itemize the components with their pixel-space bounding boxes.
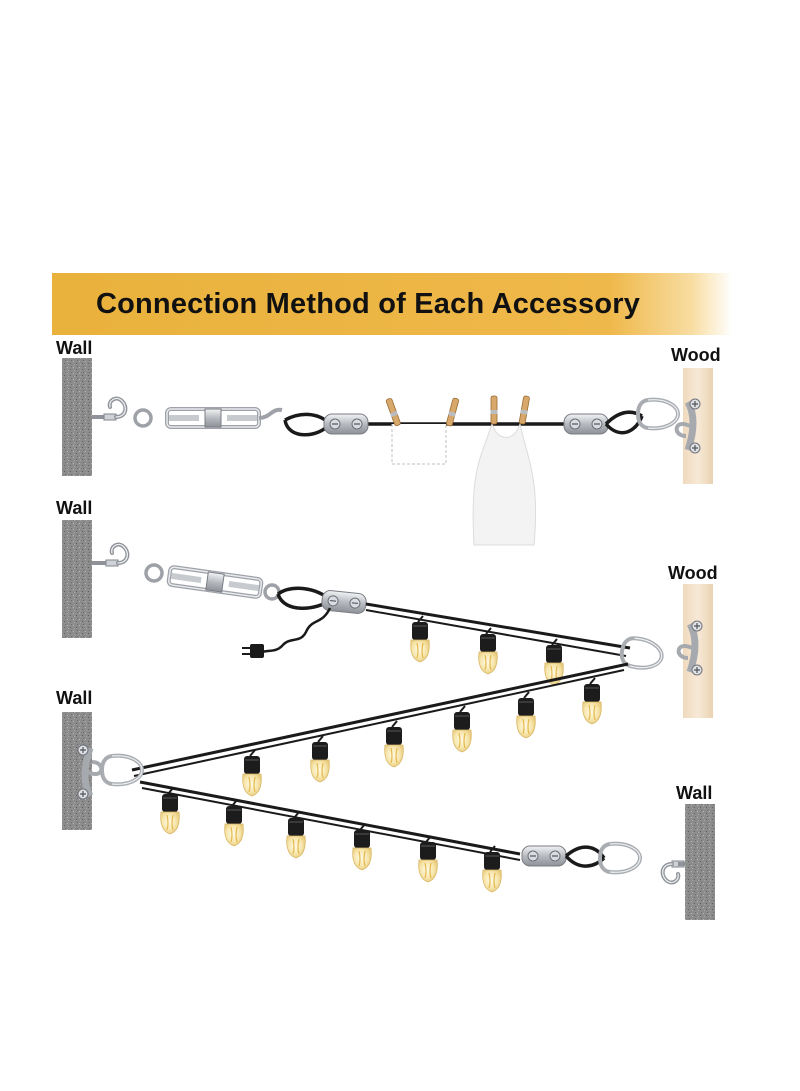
clothespin-icon [517,395,531,425]
cable [131,662,629,772]
label-wood-row1: Wood [671,345,721,365]
wall-block [685,804,715,920]
clothespin-icon [445,397,461,427]
label-wall-row3: Wall [56,688,93,708]
light-bulb [309,735,331,783]
eye-hook-icon [104,542,130,568]
clothespin-icon [384,397,402,427]
banner-title: Connection Method of Each Accessory [95,288,641,320]
light-bulb [223,799,245,847]
wire-clamp-icon [323,413,369,435]
wire-clamp-icon [563,413,609,435]
light-bulb [409,615,431,663]
carabiner-icon [617,634,667,674]
wall-block [62,520,92,638]
label-wall-row2: Wall [56,498,93,518]
row-1-clothesline [62,358,713,546]
light-bulb [351,823,373,871]
label-wall-row1: Wall [56,338,93,358]
clothespin-icon [490,395,498,425]
turnbuckle-icon [165,407,261,429]
light-bulb [241,749,263,797]
light-bulb [285,811,307,859]
carabiner-icon [598,841,642,875]
tank-top-garment [472,422,537,546]
light-bulb [581,677,603,725]
eye-loop-icon [133,408,153,428]
plug-icon [242,644,264,658]
light-bulb [477,627,499,675]
wire-clamp-icon [521,845,567,867]
title-banner: Connection Method of Each Accessory [52,273,732,335]
cable [365,602,631,650]
cloth-napkin [391,424,447,465]
light-bulb [417,835,439,883]
cable [139,780,521,856]
light-bulb [481,845,503,893]
light-bulb [383,720,405,768]
label-wall-row3-right: Wall [676,783,713,803]
light-bulb [159,787,181,835]
wall-block [62,358,92,476]
row-2-string-lights [62,520,715,920]
turnbuckle-icon [166,564,264,600]
eye-loop-icon [144,563,164,583]
light-bulb [515,691,537,739]
power-cord [261,607,332,654]
light-bulb [451,705,473,753]
label-wood-row2: Wood [668,563,718,583]
eye-hook-icon [102,396,128,422]
carabiner-icon [636,397,680,431]
